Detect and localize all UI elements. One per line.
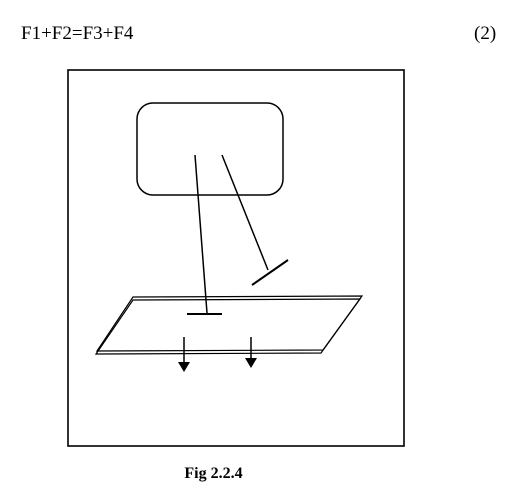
- plate: [95, 295, 364, 352]
- string-right: [221, 154, 269, 271]
- figure-caption: Fig 2.2.4: [184, 465, 243, 482]
- suspended-box: [136, 102, 284, 196]
- equation-number: (2): [474, 23, 497, 44]
- equation: F1+F2=F3+F4: [21, 23, 134, 44]
- string-right-end: [251, 259, 289, 286]
- string-left: [194, 154, 208, 314]
- figure-caption-wrap: Fig 2.2.4: [0, 466, 515, 482]
- plate-edge: [94, 298, 362, 355]
- figure-frame: [67, 69, 405, 447]
- arrow-right-head: [245, 358, 257, 368]
- arrow-left-head: [178, 362, 190, 372]
